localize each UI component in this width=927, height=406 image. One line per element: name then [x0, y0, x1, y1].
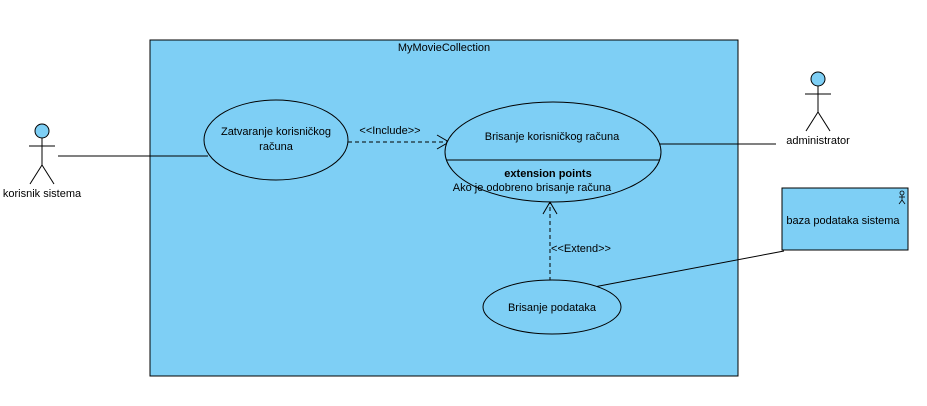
actor-stick-icon: [898, 190, 906, 205]
include-label: <<Include>>: [359, 125, 420, 137]
actor-baza-podataka[interactable]: baza podataka sistema: [781, 187, 909, 251]
extension-point: Ako je odobreno brisanje računa: [453, 182, 612, 194]
actor-baza-label: baza podataka sistema: [786, 215, 900, 227]
use-case-zatvaranje[interactable]: Zatvaranje korisničkog računa: [203, 99, 349, 181]
use-case-brisanje-racuna[interactable]: Brisanje korisničkog računa extension po…: [444, 101, 662, 203]
extend-relation[interactable]: <<Extend>>: [542, 201, 611, 281]
use-case-brisanje-podataka-label: Brisanje podataka: [508, 302, 597, 314]
actor-administrator[interactable]: administrator: [786, 71, 850, 147]
use-case-zatvaranje-line1: Zatvaranje korisničkog: [221, 126, 331, 138]
stick-figure-icon: [805, 71, 831, 132]
system-title: MyMovieCollection: [398, 42, 490, 54]
system-boundary[interactable]: MyMovieCollection: [149, 39, 739, 377]
stick-figure-icon: [29, 123, 55, 185]
extend-label: <<Extend>>: [551, 243, 611, 255]
use-case-brisanje-racuna-label: Brisanje korisničkog računa: [485, 131, 620, 143]
actor-korisnik-label: korisnik sistema: [3, 188, 82, 200]
association-brisanje-podataka-baza: [593, 250, 785, 288]
actor-administrator-label: administrator: [786, 135, 850, 147]
extension-points-header: extension points: [504, 168, 591, 180]
actor-korisnik-sistema[interactable]: korisnik sistema: [3, 123, 82, 200]
use-case-brisanje-podataka[interactable]: Brisanje podataka: [482, 279, 622, 335]
use-case-zatvaranje-line2: računa: [259, 141, 294, 153]
